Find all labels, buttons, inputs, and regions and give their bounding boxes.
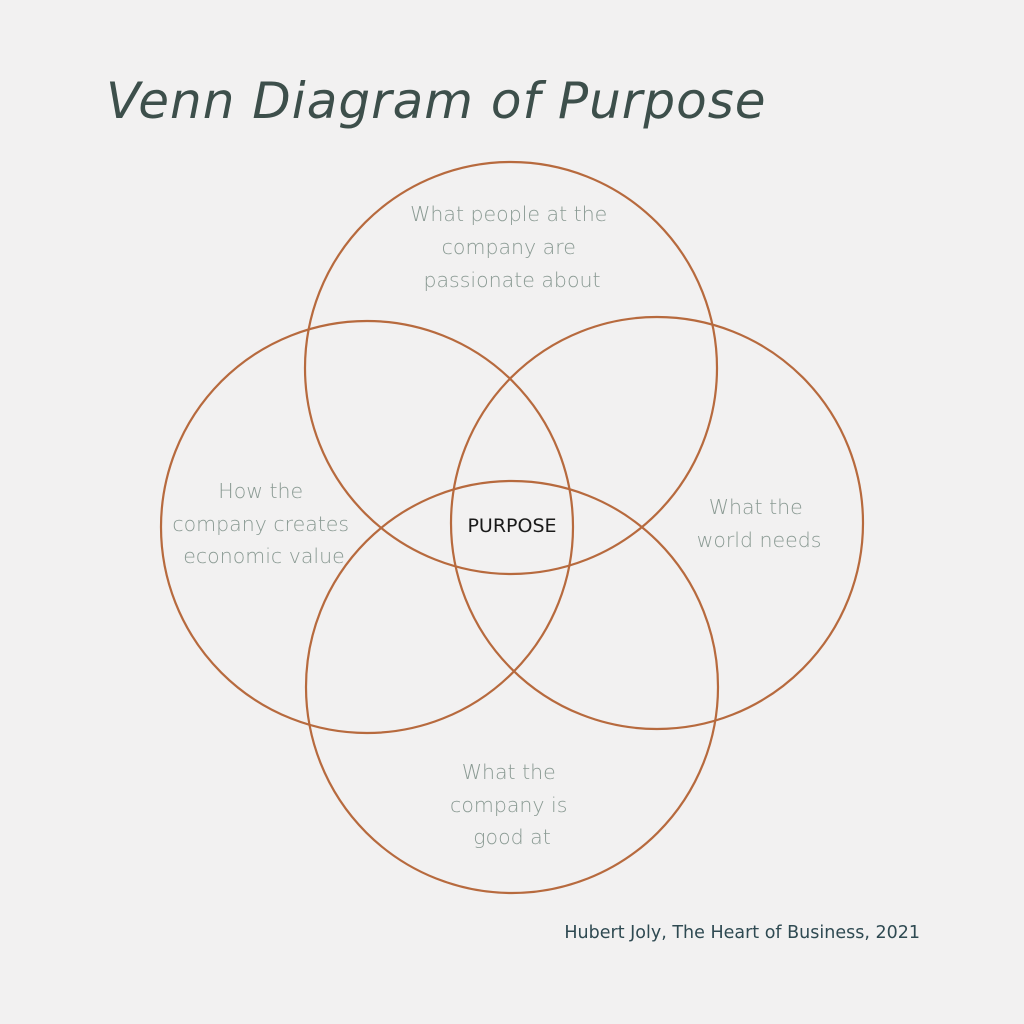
circle-left-label-line: economic value	[183, 544, 344, 568]
circle-right-label-line: What the	[709, 495, 803, 519]
circle-bottom-label-line: What the	[462, 760, 556, 784]
source-citation: Hubert Joly, The Heart of Business, 2021	[564, 923, 920, 943]
circle-bottom	[304, 479, 720, 895]
circle-top-label-line: What people at the	[410, 202, 607, 226]
circle-top	[303, 160, 719, 576]
circle-top-label: What people at the company are passionat…	[410, 202, 614, 292]
circle-left-label-line: How the	[218, 479, 303, 503]
circle-top-label-line: company are	[442, 235, 576, 259]
circle-left-label-line: company creates	[172, 512, 349, 536]
circle-left-label: How the company creates economic value	[172, 479, 355, 568]
circle-top-label-line: passionate about	[423, 268, 600, 292]
diagram-title: Venn Diagram of Purpose	[106, 72, 767, 130]
circle-right-label-line: world needs	[697, 528, 822, 552]
circle-bottom-label-line: good at	[473, 825, 551, 849]
circle-left	[159, 319, 575, 735]
circle-bottom-label-line: company is	[450, 793, 567, 817]
purpose-center-label: PURPOSE	[467, 515, 556, 537]
circle-right-label: What the world needs	[697, 495, 822, 552]
circle-right	[449, 315, 865, 731]
circle-bottom-label: What the company is good at	[450, 760, 574, 849]
